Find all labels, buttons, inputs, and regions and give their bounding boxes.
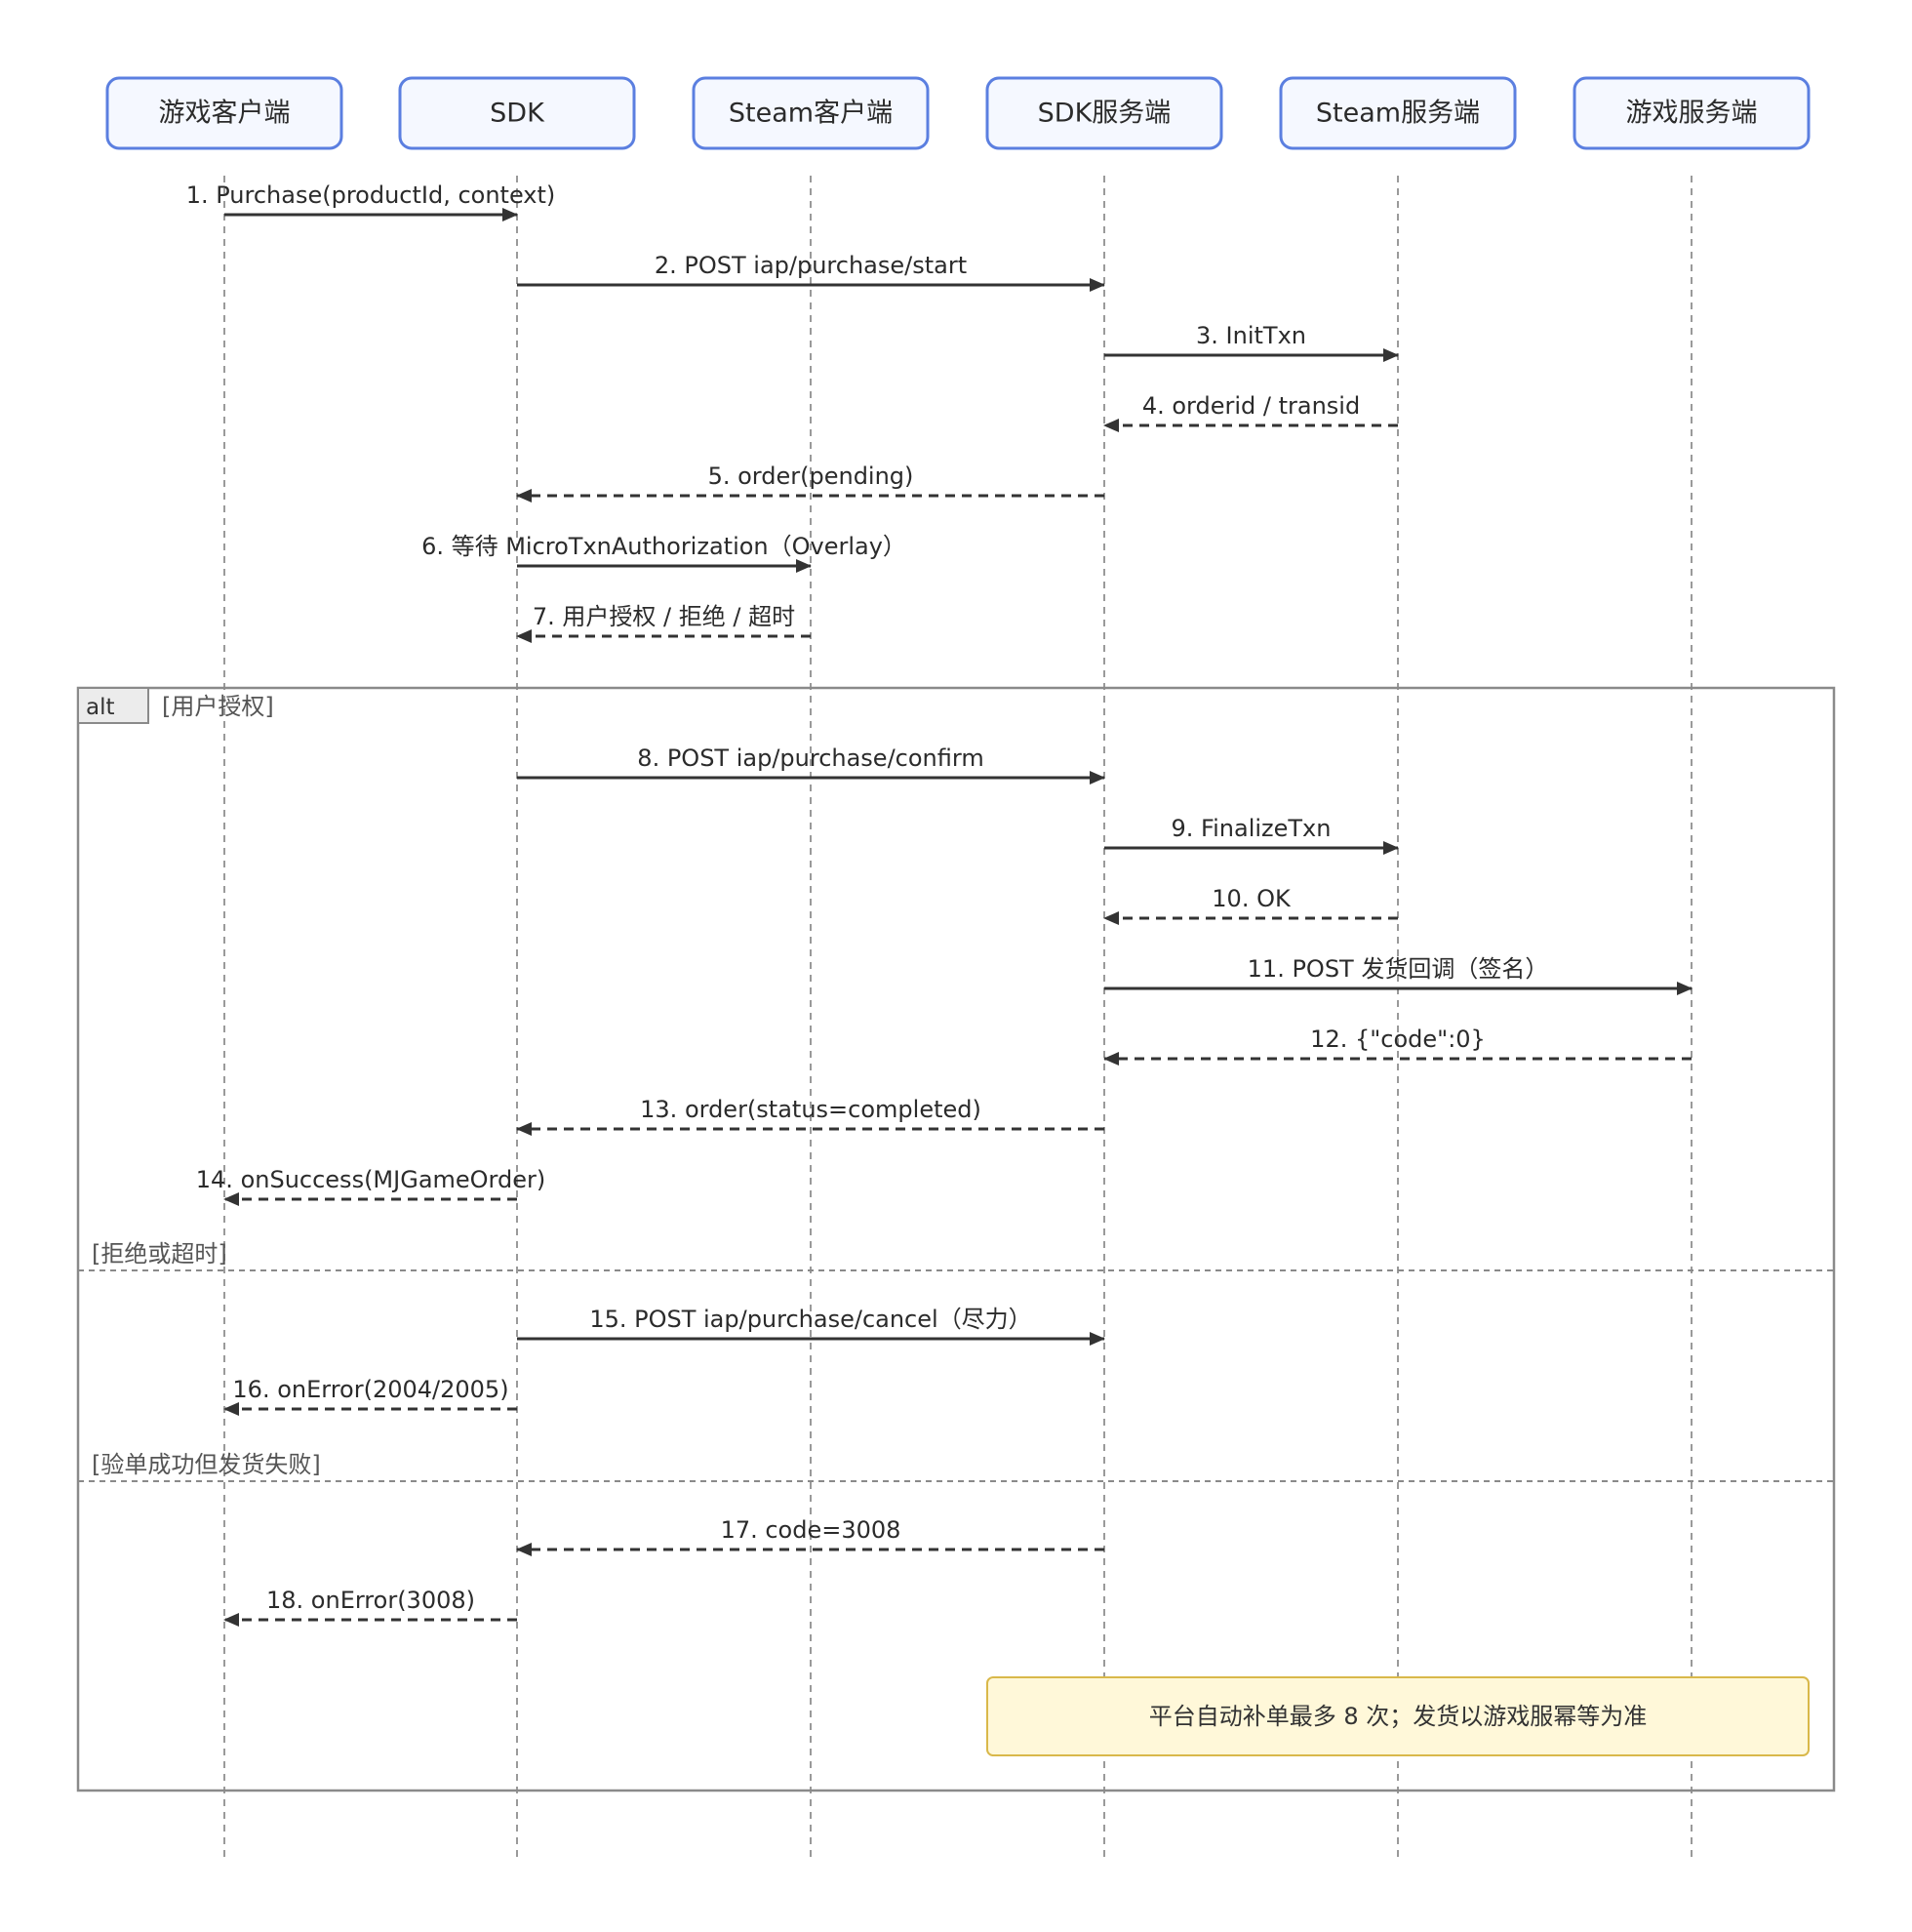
participant-box-sdk_server xyxy=(985,76,1223,150)
participant-label-sdk: SDK xyxy=(490,99,545,129)
alt-condition-3: [验单成功但发货失败] xyxy=(92,1451,321,1478)
message-label-18: 18. onError(3008) xyxy=(266,1587,475,1614)
message-3: 3. InitTxn xyxy=(1104,322,1399,362)
participant-label-steam_server: Steam服务端 xyxy=(1316,99,1480,129)
messages: 1. Purchase(productId, context) 2. POST i… xyxy=(186,181,1693,1627)
message-label-11: 11. POST 发货回调（签名） xyxy=(1248,955,1549,983)
message-label-16: 16. onError(2004/2005) xyxy=(232,1376,508,1403)
message-10: 10. OK xyxy=(1103,885,1398,925)
participant-client: 游戏客户端 xyxy=(105,76,343,150)
alt-condition-2: [拒绝或超时] xyxy=(92,1240,227,1268)
message-label-3: 3. InitTxn xyxy=(1196,322,1306,349)
alt-frame-border xyxy=(76,686,1836,1792)
participant-label-sdk_server: SDK服务端 xyxy=(1038,99,1172,129)
participant-sdk: SDK xyxy=(398,76,636,150)
message-label-12: 12. {"code":0} xyxy=(1310,1026,1486,1053)
lifelines xyxy=(223,176,1693,1859)
participant-box-steam_client xyxy=(692,76,930,150)
participant-box-client xyxy=(105,76,343,150)
message-5: 5. order(pending) xyxy=(516,463,1104,503)
participants: 游戏客户端 SDK Steam客户端 SDK服务端 Steam服务端 游戏服务端 xyxy=(105,76,1811,150)
message-9: 9. FinalizeTxn xyxy=(1104,815,1399,855)
participant-box-steam_server xyxy=(1279,76,1517,150)
note: 平台自动补单最多 8 次；发货以游戏服幂等为准 xyxy=(986,1676,1810,1756)
message-label-1: 1. Purchase(productId, context) xyxy=(186,181,556,209)
message-2: 2. POST iap/purchase/start xyxy=(517,252,1105,292)
note-box xyxy=(986,1676,1810,1756)
participant-label-client: 游戏客户端 xyxy=(159,99,291,129)
participant-steam_client: Steam客户端 xyxy=(692,76,930,150)
message-label-7: 7. 用户授权 / 拒绝 / 超时 xyxy=(533,603,795,630)
message-label-17: 17. code=3008 xyxy=(721,1516,901,1544)
message-label-14: 14. onSuccess(MJGameOrder) xyxy=(196,1166,545,1193)
participant-box-sdk xyxy=(398,76,636,150)
message-label-13: 13. order(status=completed) xyxy=(640,1096,981,1123)
alt-frame-tag-label: alt xyxy=(86,695,115,720)
message-label-8: 8. POST iap/purchase/confirm xyxy=(637,745,983,772)
message-11: 11. POST 发货回调（签名） xyxy=(1104,955,1693,995)
participant-box-game_server xyxy=(1573,76,1811,150)
message-label-9: 9. FinalizeTxn xyxy=(1172,815,1332,842)
participant-label-steam_client: Steam客户端 xyxy=(729,99,893,129)
message-label-5: 5. order(pending) xyxy=(708,463,914,490)
message-4: 4. orderid / transid xyxy=(1103,392,1398,432)
participant-sdk_server: SDK服务端 xyxy=(985,76,1223,150)
message-label-6: 6. 等待 MicroTxnAuthorization（Overlay） xyxy=(421,533,906,560)
alt-frame-tag xyxy=(77,687,149,724)
message-label-4: 4. orderid / transid xyxy=(1142,392,1360,420)
participant-label-game_server: 游戏服务端 xyxy=(1626,99,1758,129)
message-label-2: 2. POST iap/purchase/start xyxy=(655,252,967,279)
message-16: 16. onError(2004/2005) xyxy=(223,1376,517,1416)
alt-frame: alt [用户授权] [拒绝或超时] [验单成功但发货失败] xyxy=(76,686,1836,1792)
message-14: 14. onSuccess(MJGameOrder) xyxy=(196,1166,545,1206)
message-7: 7. 用户授权 / 拒绝 / 超时 xyxy=(516,603,811,643)
message-8: 8. POST iap/purchase/confirm xyxy=(517,745,1105,785)
message-18: 18. onError(3008) xyxy=(223,1587,517,1627)
message-15: 15. POST iap/purchase/cancel（尽力） xyxy=(517,1306,1105,1346)
message-1: 1. Purchase(productId, context) xyxy=(186,181,556,221)
message-label-10: 10. OK xyxy=(1212,885,1292,912)
note-text: 平台自动补单最多 8 次；发货以游戏服幂等为准 xyxy=(1149,1703,1648,1730)
message-6: 6. 等待 MicroTxnAuthorization（Overlay） xyxy=(421,533,906,573)
participant-game_server: 游戏服务端 xyxy=(1573,76,1811,150)
message-13: 13. order(status=completed) xyxy=(516,1096,1104,1136)
participant-steam_server: Steam服务端 xyxy=(1279,76,1517,150)
message-17: 17. code=3008 xyxy=(516,1516,1104,1556)
message-label-15: 15. POST iap/purchase/cancel（尽力） xyxy=(589,1306,1031,1333)
alt-condition-1: [用户授权] xyxy=(162,693,274,720)
message-12: 12. {"code":0} xyxy=(1103,1026,1692,1066)
